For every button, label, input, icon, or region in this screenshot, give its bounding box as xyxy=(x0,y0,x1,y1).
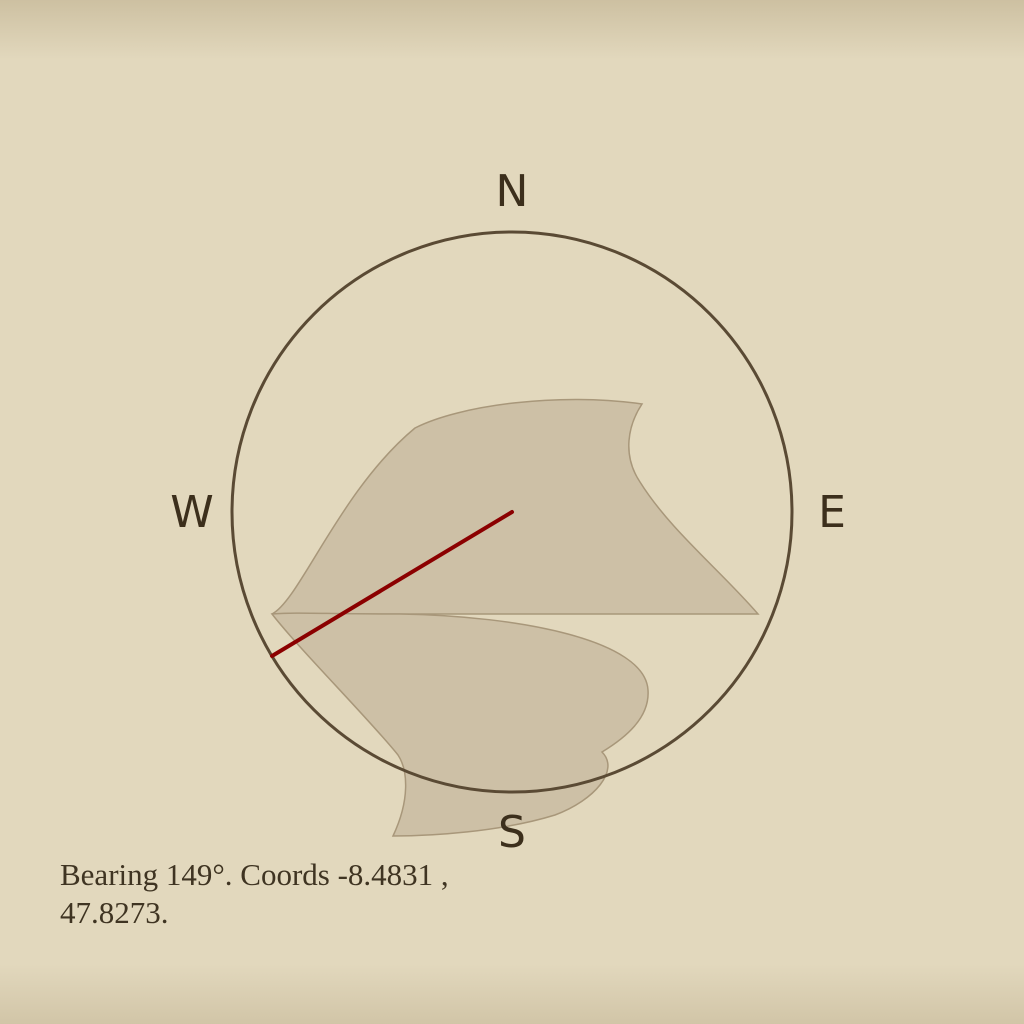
north-label: N xyxy=(495,166,529,217)
compass-needle-icon xyxy=(270,510,514,658)
bearing-caption: Bearing 149°. Coords -8.4831 , 47.8273. xyxy=(60,857,449,930)
compass-ring xyxy=(230,230,794,794)
east-label: E xyxy=(818,487,846,538)
south-label: S xyxy=(498,807,526,858)
landmass-shape xyxy=(270,398,760,837)
west-label: W xyxy=(170,487,214,538)
landmass-upper xyxy=(271,398,760,615)
